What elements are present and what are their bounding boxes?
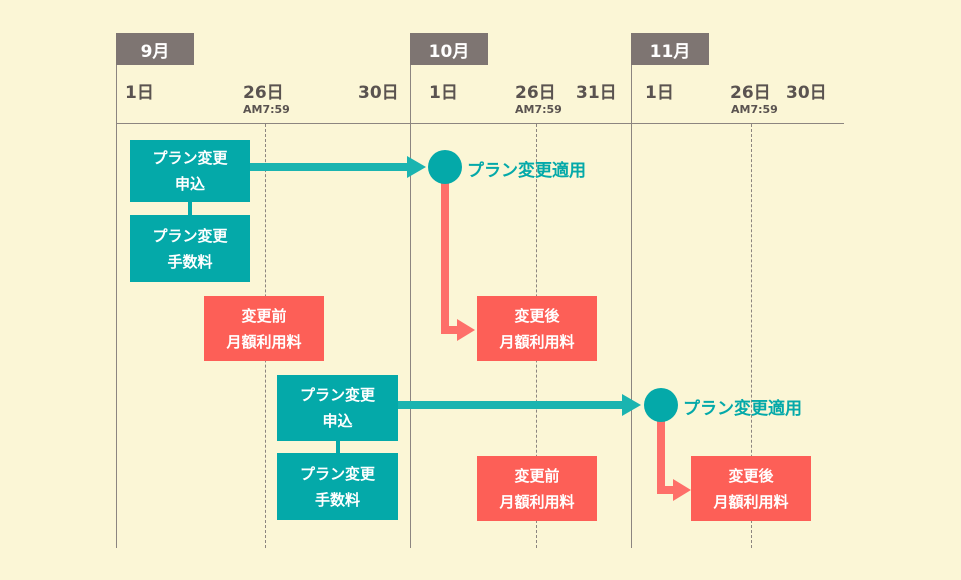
box-text: 月額利用料 [499,332,575,351]
apply-box: プラン変更申込 [277,375,398,441]
day-label: 1日 [645,83,674,103]
month-divider [410,65,411,548]
box-text: 変更前 [241,306,287,325]
before-fee-box: 変更前月額利用料 [204,296,324,361]
month-tab-sep: 9月 [116,33,194,65]
box-text: 手数料 [167,252,213,271]
box-text: 変更前 [514,466,560,485]
day-label: 1日 [429,83,458,103]
box-text: プラン変更 [152,149,228,167]
fee-box: プラン変更手数料 [130,215,250,282]
day-label: 26日 [730,83,771,103]
apply-box: プラン変更申込 [130,140,250,202]
event-label: プラン変更適用 [467,161,586,181]
month-tab-oct: 10月 [410,33,488,65]
cutoff-line [751,124,752,548]
after-fee-box: 変更後月額利用料 [477,296,597,361]
time-note: AM7:59 [243,103,290,116]
day-label: 26日 [515,83,556,103]
day-label: 30日 [358,83,399,103]
time-note: AM7:59 [515,103,562,116]
day-label: 31日 [576,83,617,103]
box-text: プラン変更 [299,464,375,483]
box-text: 月額利用料 [226,332,302,351]
month-divider [631,65,632,548]
month-tab-nov: 11月 [631,33,709,65]
box-text: 申込 [174,175,205,193]
apply-event-dot [428,150,462,184]
day-label: 1日 [125,83,154,103]
time-note: AM7:59 [731,103,778,116]
box-text: 変更後 [728,466,774,485]
day-label: 26日 [243,83,284,103]
box-text: 月額利用料 [499,492,575,511]
box-text: 変更後 [514,306,560,325]
fee-box: プラン変更手数料 [277,453,398,520]
before-fee-box: 変更前月額利用料 [477,456,597,521]
box-text: 手数料 [314,490,360,509]
box-text: プラン変更 [152,226,228,245]
box-text: 月額利用料 [713,492,789,511]
after-fee-box: 変更後月額利用料 [691,456,811,521]
box-text: 申込 [322,412,353,430]
apply-event-dot [644,388,678,422]
month-divider [116,65,117,548]
event-label: プラン変更適用 [683,399,802,419]
header-divider [116,123,844,124]
box-text: プラン変更 [299,386,375,404]
day-label: 30日 [786,83,827,103]
